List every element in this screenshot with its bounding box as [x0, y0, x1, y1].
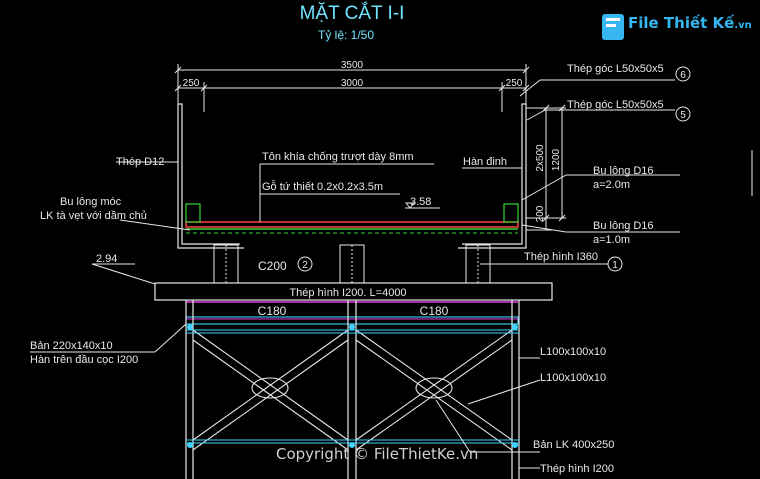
watermark-logo-suffix: .vn: [734, 20, 752, 31]
i200-cap-beam: [154, 282, 553, 301]
bolts: [187, 324, 518, 448]
watermark-logo-text: File Thiết Kế: [628, 14, 735, 32]
label-c200: C200: [258, 259, 287, 273]
leader-lines: [30, 79, 680, 469]
label-bolt-a1: Bu lông D16: [593, 165, 654, 177]
label-angle-l100-2: L100x100x10: [540, 372, 606, 384]
label-weld: Hàn đinh: [463, 156, 507, 168]
label-bolt-a1-spacing: a=2.0m: [593, 179, 630, 191]
callout-5: 5: [680, 110, 686, 121]
label-plate-lk: Bản LK 400x250: [533, 439, 614, 451]
logo-icon: [602, 14, 624, 40]
label-timber: Gỗ tứ thiết 0.2x0.2x3.5m: [262, 180, 383, 193]
side-railings: [177, 103, 527, 249]
label-angle-steel-1: Thép góc L50x50x5: [567, 63, 664, 75]
label-c180-left: C180: [258, 304, 287, 318]
watermark-logo: File Thiết Kế.vn: [628, 14, 752, 32]
watermark-copyright: Copyright © FileThietKe.vn: [276, 445, 479, 463]
c180-channel: [185, 316, 519, 325]
dim-inner: 3000: [341, 78, 364, 89]
label-rebar: Thép D12: [116, 156, 164, 168]
horizontal-bracing: [186, 329, 519, 444]
level-pier-top: 2.94: [96, 253, 117, 265]
dim-right-edge: 250: [506, 78, 523, 89]
i360-posts: [213, 244, 491, 284]
level-deck: 3.58: [410, 196, 431, 208]
callout-1: 1: [612, 260, 618, 271]
label-bolt-a2-spacing: a=1.0m: [593, 234, 630, 246]
cross-bracing: [192, 329, 513, 451]
callout-2: 2: [302, 260, 308, 271]
label-top-plate: Tôn khía chống trượt dày 8mm: [262, 151, 414, 163]
drawing-title: MẶT CẮT I-I: [300, 2, 405, 24]
label-plate-1: Bản 220x140x10: [30, 340, 113, 352]
label-i360: Thép hình I360: [524, 251, 598, 263]
drawing-scale: Tỷ lệ: 1/50: [318, 28, 374, 42]
label-i200-cap-beam: Thép hình I200. L=4000: [289, 287, 406, 299]
top-dimensions: [174, 64, 530, 112]
dim-left-edge: 250: [183, 78, 200, 89]
label-angle-l100-1: L100x100x10: [540, 346, 606, 358]
callout-circles: [297, 66, 691, 272]
label-plate-2: Hàn trên đầu cọc I200: [30, 354, 138, 366]
deck: [185, 203, 519, 234]
dim-overall: 3500: [341, 60, 364, 71]
right-dimensions: [526, 104, 566, 231]
label-bolt-hook-1: Bu lông móc: [60, 196, 122, 208]
label-bolt-hook-2: LK tà vẹt với dầm chủ: [40, 210, 147, 222]
dim-height-bottom: 200: [535, 205, 546, 222]
dim-height-total: 2x500: [535, 144, 546, 172]
label-c180-right: C180: [420, 304, 449, 318]
dim-height-inner: 1200: [551, 148, 562, 171]
callout-6: 6: [680, 70, 686, 81]
label-i-beam-lower: Thép hình I200: [540, 463, 614, 475]
label-angle-steel-2: Thép góc L50x50x5: [567, 99, 664, 111]
label-bolt-a2: Bu lông D16: [593, 220, 654, 232]
